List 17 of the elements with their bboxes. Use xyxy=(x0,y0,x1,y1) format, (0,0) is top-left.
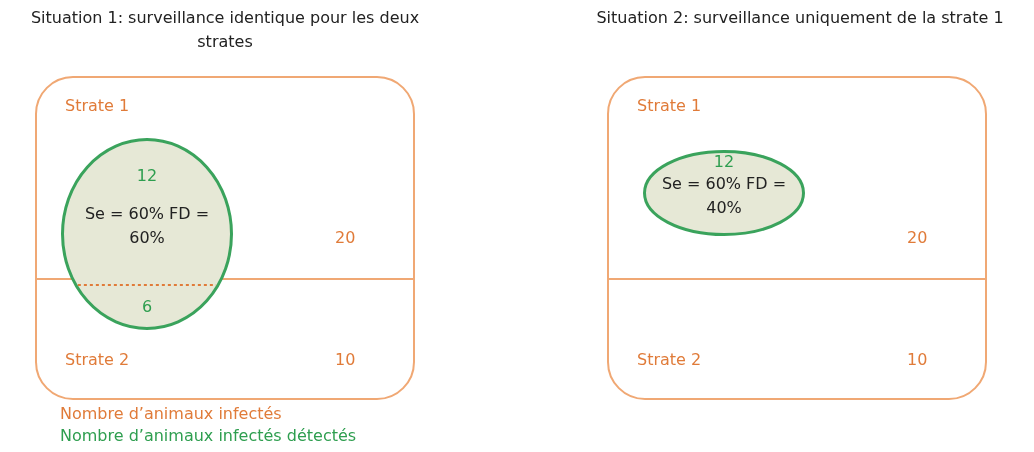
stratum-label: Strate 2 xyxy=(65,350,130,369)
infected-count: 10 xyxy=(335,350,356,369)
panel-heading: Situation 2: surveillance uniquement de la strate 1 xyxy=(595,7,1005,29)
stratum-label: Strate 2 xyxy=(637,350,702,369)
sensitivity-text: Se = 60% FD = 60% xyxy=(83,203,211,249)
stratum-label: Strate 1 xyxy=(65,96,130,115)
detected-count: 6 xyxy=(140,297,154,316)
legend-text: Nombre d’animaux infectés détectés xyxy=(60,426,357,445)
stratum-label: Strate 1 xyxy=(637,96,702,115)
infected-count: 20 xyxy=(907,228,928,247)
sensitivity-text: Se = 60% FD = 40% xyxy=(660,173,788,219)
detected-count: 12 xyxy=(135,166,159,185)
infected-count: 10 xyxy=(907,350,928,369)
panel-heading: Situation 1: surveillance identique pour les deux strates xyxy=(29,7,421,53)
legend-text: Nombre d’animaux infectés xyxy=(60,404,282,423)
infected-count: 20 xyxy=(335,228,356,247)
detected-count: 12 xyxy=(712,152,736,171)
